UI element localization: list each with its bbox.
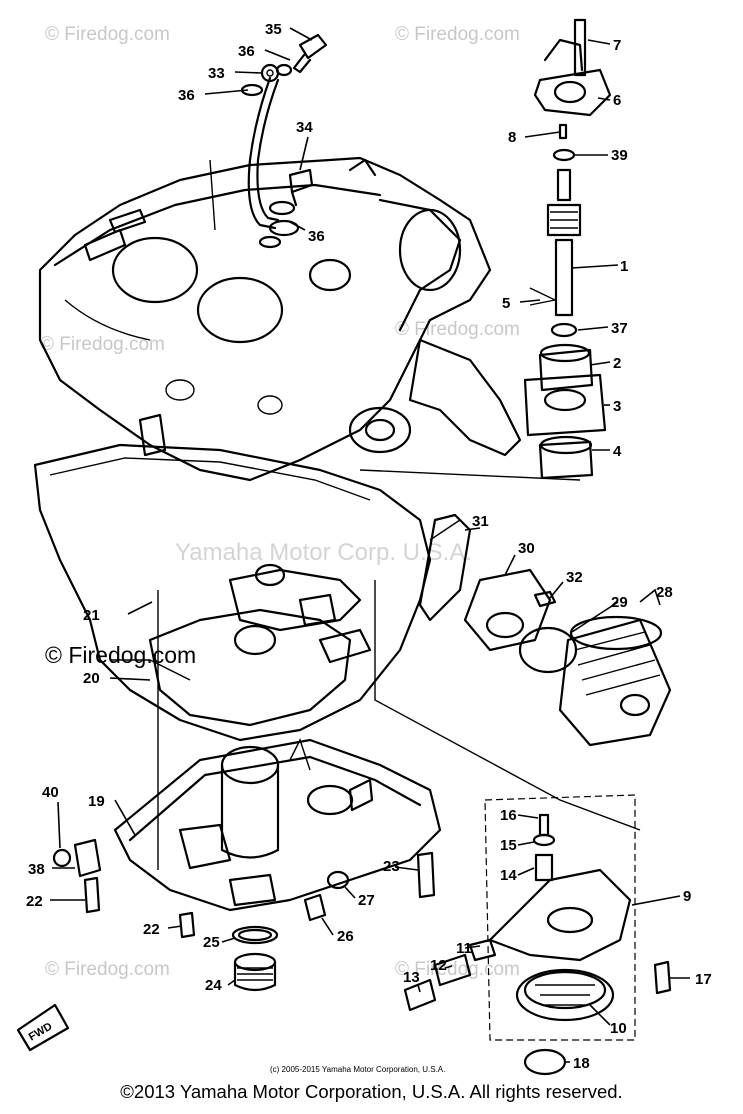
callout-9: 9: [683, 888, 691, 905]
callout-22-center: 22: [143, 921, 160, 938]
callout-13: 13: [403, 969, 420, 986]
callout-40: 40: [42, 784, 59, 801]
callout-1: 1: [620, 258, 628, 275]
callout-25: 25: [203, 934, 220, 951]
callout-23: 23: [383, 858, 400, 875]
callout-39: 39: [611, 147, 628, 164]
oil-delivery-pipe: [240, 33, 328, 249]
callout-21: 21: [83, 607, 100, 624]
pump-strainer-assembly: [403, 813, 672, 1076]
forward-direction-badge: FWD: [16, 1003, 70, 1052]
callout-31: 31: [472, 513, 489, 530]
callout-20: 20: [83, 670, 100, 687]
crankcase-lower-gasket: [33, 443, 432, 742]
crankcase-upper: [38, 156, 522, 482]
callout-19: 19: [88, 793, 105, 810]
callout-leaders: [50, 27, 690, 1063]
callout-8: 8: [508, 129, 516, 146]
callout-15: 15: [500, 837, 517, 854]
oil-pan: [113, 738, 442, 912]
callout-28: 28: [656, 584, 673, 601]
callout-18: 18: [573, 1055, 590, 1072]
watermark-layer: © Firedog.com © Firedog.com © Firedog.co…: [40, 24, 520, 980]
callout-16: 16: [500, 807, 517, 824]
callout-38: 38: [28, 861, 45, 878]
oil-filter-assembly: [418, 513, 672, 747]
callout-24: 24: [205, 977, 222, 994]
copyright-footer: ©2013 Yamaha Motor Corporation, U.S.A. A…: [120, 1081, 623, 1102]
callout-36-pipe: 36: [308, 228, 325, 245]
callout-14: 14: [500, 867, 517, 884]
callout-36-top: 36: [238, 43, 255, 60]
callout-12: 12: [430, 957, 447, 974]
callout-29: 29: [611, 594, 628, 611]
callout-17: 17: [695, 971, 712, 988]
callout-32: 32: [566, 569, 583, 586]
oil-pump-assembly: [523, 18, 612, 480]
watermark-mid-right: © Firedog.com: [395, 319, 520, 340]
watermark-center: Yamaha Motor Corp. U.S.A.: [175, 539, 472, 566]
callout-6: 6: [613, 92, 621, 109]
callout-26: 26: [337, 928, 354, 945]
drain-bolt-parts: [52, 838, 436, 992]
callout-35: 35: [265, 21, 282, 38]
callout-3: 3: [613, 398, 621, 415]
watermark-mid-left: © Firedog.com: [40, 334, 165, 355]
callout-30: 30: [518, 540, 535, 557]
watermark-left-label: © Firedog.com: [45, 642, 196, 668]
callout-2: 2: [613, 355, 621, 372]
callout-34: 34: [296, 119, 313, 136]
callout-36-left: 36: [178, 87, 195, 104]
callout-33: 33: [208, 65, 225, 82]
fwd-label: FWD: [27, 1020, 55, 1043]
callout-27: 27: [358, 892, 375, 909]
callout-11: 11: [456, 940, 472, 957]
callout-4: 4: [613, 443, 622, 460]
watermark-top-center: © Firedog.com: [395, 24, 520, 45]
callout-37: 37: [611, 320, 628, 337]
callout-7: 7: [613, 37, 621, 54]
small-copyright: (c) 2005-2015 Yamaha Motor Corporation, …: [270, 1065, 445, 1074]
callout-22-left: 22: [26, 893, 43, 910]
callout-numbers: 35 36 33 36 34 36 7 6 8 39 1 5 37 2 3 4 …: [26, 21, 712, 1072]
watermark-top-left: © Firedog.com: [45, 24, 170, 45]
callout-5: 5: [502, 295, 510, 312]
watermark-bottom-left: © Firedog.com: [45, 959, 170, 980]
callout-10: 10: [610, 1020, 627, 1037]
